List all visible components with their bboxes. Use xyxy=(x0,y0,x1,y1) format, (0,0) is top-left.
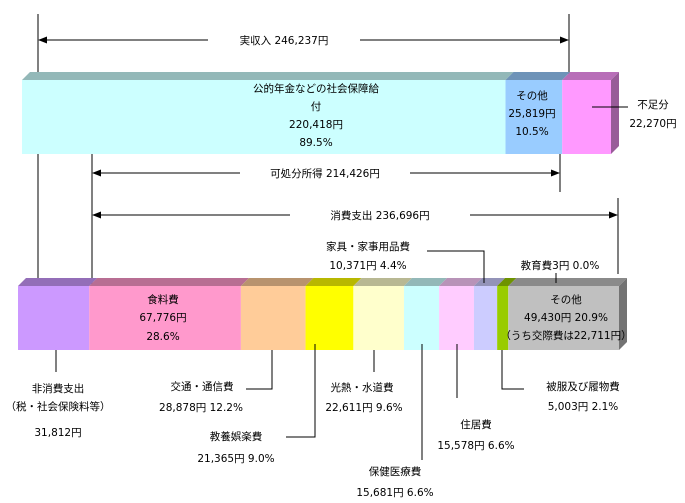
spending-segment-kotsu xyxy=(240,286,306,350)
kyoyo-leader-line xyxy=(286,344,316,438)
sonota-income-value-label: 25,819円 xyxy=(508,108,555,120)
spending-segment-hifuku-top xyxy=(497,278,517,286)
spending-segment-jukyo-top xyxy=(439,278,482,286)
income-segment-side xyxy=(611,72,619,154)
income-segment-shakai_hosho xyxy=(22,80,506,154)
income-segment-fusoku-top xyxy=(562,72,619,80)
sonota-spending-note-label: （うち交際費は22,711円） xyxy=(500,329,631,342)
kyoyo-value-label: 21,365円 9.0% xyxy=(197,453,274,465)
hishohi-note-label: （税・社会保険料等） xyxy=(6,400,111,413)
income-labels: 公的年金などの社会保障給 付 220,418円 89.5% その他 25,819… xyxy=(253,82,677,149)
shokuryo-value-label: 67,776円 xyxy=(139,312,186,324)
sonota-income-label: その他 xyxy=(516,89,548,102)
shokuryo-label: 食料費 xyxy=(147,293,179,306)
shokuryo-percent-label: 28.6% xyxy=(146,331,179,343)
spending-segment-sonota_spending-top xyxy=(508,278,627,286)
spending-labels: 食料費 67,776円 28.6% その他 49,430円 20.9% （うち交… xyxy=(6,240,632,499)
kagu-value-label: 10,371円 4.4% xyxy=(329,260,406,272)
spending-segment-sonota_spending xyxy=(508,286,619,350)
spending-segment-konetsu xyxy=(353,286,404,350)
kotsu-leader-line xyxy=(246,350,273,390)
jukyo-value-label: 15,578円 6.6% xyxy=(437,440,514,452)
sonota-spending-label: その他 xyxy=(550,293,582,306)
spending-segment-shokuryo xyxy=(89,286,241,350)
spending-segment-hishohi-top xyxy=(18,278,98,286)
konetsu-value-label: 22,611円 9.6% xyxy=(325,402,402,414)
spending-segment-side xyxy=(619,278,627,350)
spending-segment-hishohi xyxy=(18,286,90,350)
kyoyo-label: 教養娯楽費 xyxy=(210,430,263,443)
consumption-span-label: 消費支出 236,696円 xyxy=(330,209,429,222)
hifuku-leader-line xyxy=(501,350,524,390)
income-segment-sonota_income-top xyxy=(505,72,571,80)
spending-segment-kagu xyxy=(473,286,498,350)
spending-segment-jukyo xyxy=(439,286,474,350)
hoken-value-label: 15,681円 6.6% xyxy=(356,487,433,499)
shakai-hosho-label-line2: 付 xyxy=(311,100,322,113)
spending-segment-kyoyo xyxy=(305,286,354,350)
hishohi-value-label: 31,812円 xyxy=(34,427,81,439)
hifuku-value-label: 5,003円 2.1% xyxy=(548,401,619,413)
jukyo-label: 住居費 xyxy=(460,418,492,431)
spending-segment-hoken-top xyxy=(403,278,448,286)
income-segment-sonota_income xyxy=(505,80,563,154)
spending-segment-hifuku xyxy=(497,286,509,350)
income-segment-fusoku xyxy=(562,80,611,154)
kagu-leader-line xyxy=(427,250,485,283)
kagu-label: 家具・家事用品費 xyxy=(326,240,410,253)
spending-segment-hoken xyxy=(403,286,440,350)
spending-segment-shokuryo-top xyxy=(89,278,249,286)
fusoku-value-label: 22,270円 xyxy=(629,118,676,130)
kotsu-value-label: 28,878円 12.2% xyxy=(159,402,243,414)
sonota-spending-value-label: 49,430円 20.9% xyxy=(524,312,608,324)
sonota-income-percent-label: 10.5% xyxy=(515,126,548,138)
spending-segment-konetsu-top xyxy=(353,278,412,286)
disposable-span-label: 可処分所得 214,426円 xyxy=(270,167,380,180)
spending-bar xyxy=(18,278,627,350)
hoken-label: 保健医療費 xyxy=(369,465,422,478)
shakai-hosho-value-label: 220,418円 xyxy=(289,119,343,131)
shakai-hosho-label-line1: 公的年金などの社会保障給 xyxy=(253,82,379,95)
spending-segment-kotsu-top xyxy=(240,278,314,286)
income-bar xyxy=(22,72,619,154)
hishohi-label: 非消費支出 xyxy=(32,382,85,395)
spending-segment-kyoiku-top xyxy=(508,278,517,286)
konetsu-label: 光熱・水道費 xyxy=(331,381,394,394)
spending-segment-kyoyo-top xyxy=(305,278,362,286)
hifuku-label: 被服及び履物費 xyxy=(546,380,620,393)
span-arrows xyxy=(38,36,618,219)
kotsu-label: 交通・通信費 xyxy=(171,380,234,393)
kyoiku-label: 教育費3円 0.0% xyxy=(521,259,600,272)
shakai-hosho-percent-label: 89.5% xyxy=(299,137,332,149)
fusoku-label: 不足分 xyxy=(637,99,669,111)
income-span-label: 実収入 246,237円 xyxy=(240,34,329,47)
spending-segment-kagu-top xyxy=(473,278,506,286)
income-segment-shakai_hosho-top xyxy=(22,72,514,80)
